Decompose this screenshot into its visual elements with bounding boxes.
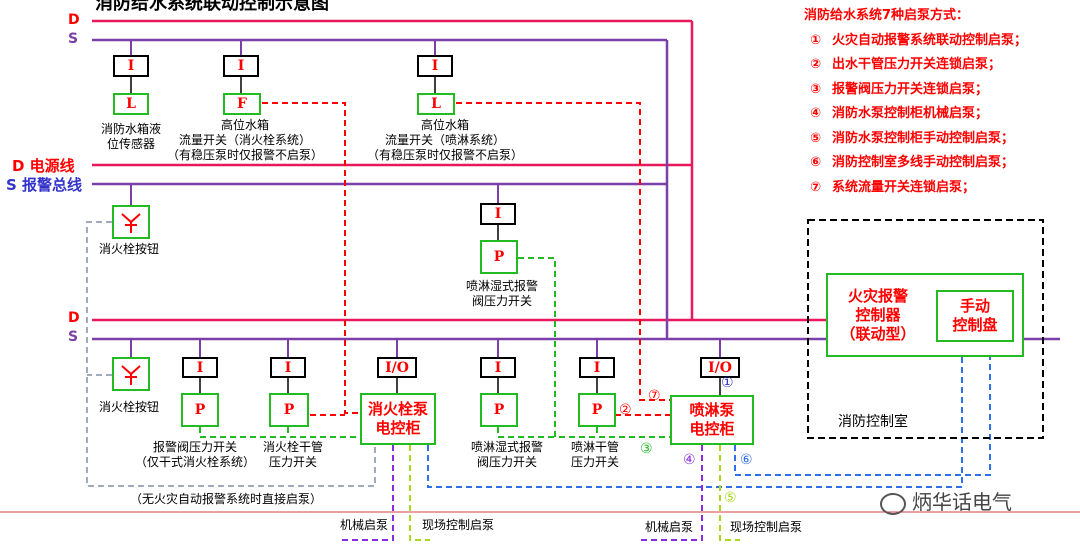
- hydrant-button-label-1: 消火栓按钮: [99, 242, 160, 256]
- level-sensor: L: [417, 93, 455, 115]
- io-module: I/O: [700, 357, 740, 378]
- manual-control-panel: 手动控制盘: [936, 290, 1014, 342]
- wechat-icon: [880, 492, 906, 515]
- marker-6: ⑥: [740, 452, 753, 468]
- no-fas-note: （无火灾自动报警系统时直接启泵）: [130, 492, 323, 506]
- hydrant-button: [112, 357, 150, 391]
- bus-d-power-label: D 电源线: [12, 157, 75, 175]
- wet-alarm-lower-label: 喷淋湿式报警阀压力开关: [470, 440, 543, 469]
- marker-7: ⑦: [648, 388, 661, 404]
- pressure-switch: P: [181, 393, 219, 427]
- bus-s-label-bottom: S: [68, 329, 79, 345]
- input-module: I: [417, 55, 453, 77]
- input-module: I: [480, 357, 516, 378]
- bus-d-label-bottom: D: [68, 310, 80, 326]
- input-module: I: [182, 357, 218, 378]
- mech-start-label-1: 机械启泵: [340, 518, 389, 532]
- hydrant-main-label: 消火栓干管压力开关: [262, 440, 323, 469]
- flow-sprinkler-label: 高位水箱流量开关（喷淋系统）（有稳压泵时仅报警不启泵）: [366, 118, 523, 162]
- pressure-switch: P: [269, 393, 309, 427]
- input-module: I: [270, 357, 306, 378]
- marker-2: ②: [619, 402, 632, 418]
- sprinkler-main-label: 喷淋干管压力开关: [570, 440, 619, 469]
- control-room-label: 消防控制室: [838, 414, 908, 430]
- bus-s-label-top: S: [68, 31, 79, 47]
- hydrant-button-icon: [121, 213, 141, 233]
- marker-5: ⑤: [724, 490, 737, 506]
- flow-hydrant-label: 高位水箱流量开关（消火栓系统）（有稳压泵时仅报警不启泵）: [166, 118, 323, 162]
- wet-alarm-upper-label: 喷淋湿式报警阀压力开关: [465, 279, 538, 308]
- tank-sensor-label: 消防水箱液位传感器: [100, 122, 161, 151]
- hydrant-pump-cabinet: 消火栓泵电控柜: [360, 393, 436, 445]
- input-module: I: [579, 357, 615, 378]
- sprinkler-pump-cabinet: 喷淋泵电控柜: [670, 395, 754, 445]
- pressure-switch: P: [480, 393, 518, 427]
- bus-d-label-top: D: [68, 12, 80, 28]
- pressure-switch: P: [480, 240, 518, 274]
- level-sensor: L: [113, 93, 149, 115]
- flow-switch: F: [223, 93, 261, 115]
- io-module: I/O: [377, 357, 417, 378]
- legend-heading: 消防给水系统7种启泵方式：: [804, 8, 970, 23]
- local-start-label-1: 现场控制启泵: [422, 518, 495, 532]
- marker-4: ④: [683, 452, 696, 468]
- mech-start-label-2: 机械启泵: [645, 520, 694, 534]
- alarm-valve-dry-label: 报警阀压力开关（仅干式消火栓系统）: [134, 440, 255, 469]
- pressure-switch: P: [578, 393, 616, 427]
- bus-s-alarm-label: S 报警总线: [6, 176, 83, 194]
- marker-3: ③: [640, 441, 653, 457]
- control-room-frame: [807, 219, 1044, 439]
- input-module: I: [113, 55, 149, 77]
- page-title: 消防给水系统联动控制示意图: [95, 0, 329, 14]
- hydrant-button: [112, 205, 150, 239]
- input-module: I: [480, 203, 516, 225]
- local-start-label-2: 现场控制启泵: [730, 520, 803, 534]
- hydrant-button-icon: [121, 365, 141, 385]
- input-module: I: [223, 55, 259, 77]
- hydrant-button-label-2: 消火栓按钮: [99, 400, 160, 414]
- marker-1: ①: [721, 375, 734, 391]
- watermark: 炳华话电气: [880, 486, 1012, 515]
